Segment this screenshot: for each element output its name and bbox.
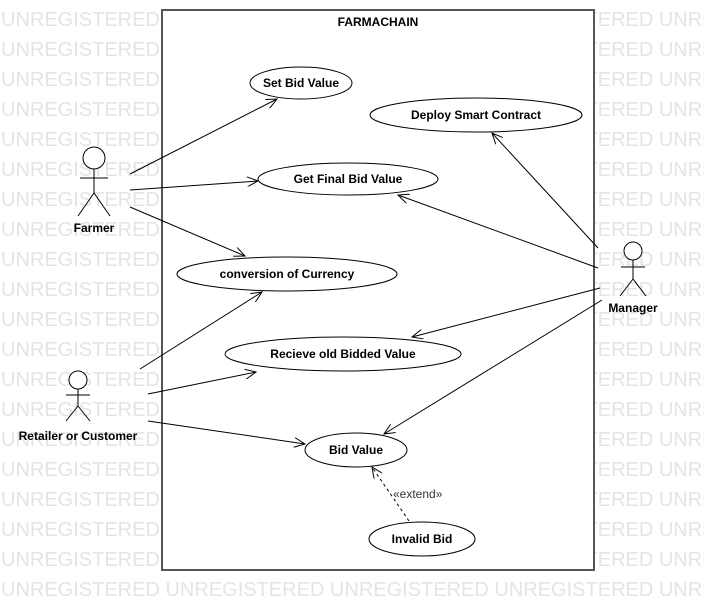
actor-label-farmer: Farmer	[74, 221, 115, 235]
actor-label-manager: Manager	[608, 301, 658, 315]
edge-manager-recieve-old-bidded-value	[412, 287, 601, 337]
use-case-set-bid-value[interactable]: Set Bid Value	[249, 66, 353, 100]
use-case-invalid-bid[interactable]: Invalid Bid	[368, 521, 476, 557]
use-case-label: Recieve old Bidded Value	[270, 347, 416, 361]
edge-manager-deploy-smart-contract	[492, 133, 599, 249]
edge-farmer-conversion-of-currency	[129, 206, 245, 256]
edge-retailer-recieve-old-bidded-value	[147, 372, 256, 395]
use-case-label: Invalid Bid	[392, 532, 453, 546]
actor-label-retailer-or-customer: Retailer or Customer	[19, 429, 138, 443]
extend-label: «extend»	[393, 487, 443, 501]
edge-retailer-bid-value	[147, 420, 305, 444]
edge-manager-bid-value	[384, 299, 603, 434]
use-case-deploy-smart-contract[interactable]: Deploy Smart Contract	[369, 97, 583, 133]
watermark-row: UNREGISTERED UNREGISTERED UNREGISTERED U…	[1, 579, 704, 601]
use-case-bid-value[interactable]: Bid Value	[304, 432, 408, 468]
edge-manager-get-final-bid-value	[398, 195, 599, 269]
use-case-label: Bid Value	[329, 443, 383, 457]
edge-extend-invalid-bid	[372, 467, 410, 522]
edge-farmer-get-final-bid-value	[129, 181, 258, 191]
use-case-get-final-bid-value[interactable]: Get Final Bid Value	[257, 162, 439, 196]
actor-farmer[interactable]	[77, 146, 111, 217]
use-case-label: Deploy Smart Contract	[411, 108, 541, 122]
use-case-label: conversion of Currency	[220, 267, 355, 281]
edge-retailer-conversion-of-currency	[139, 292, 262, 370]
use-case-conversion-of-currency[interactable]: conversion of Currency	[176, 256, 398, 292]
use-case-label: Get Final Bid Value	[294, 172, 403, 186]
use-case-label: Set Bid Value	[263, 76, 339, 90]
actor-manager[interactable]	[619, 241, 647, 297]
system-boundary	[161, 9, 595, 571]
edge-farmer-set-bid-value	[129, 99, 277, 175]
actor-retailer-or-customer[interactable]	[65, 370, 91, 422]
system-title: FARMACHAIN	[338, 15, 419, 29]
use-case-recieve-old-bidded-value[interactable]: Recieve old Bidded Value	[224, 336, 462, 372]
